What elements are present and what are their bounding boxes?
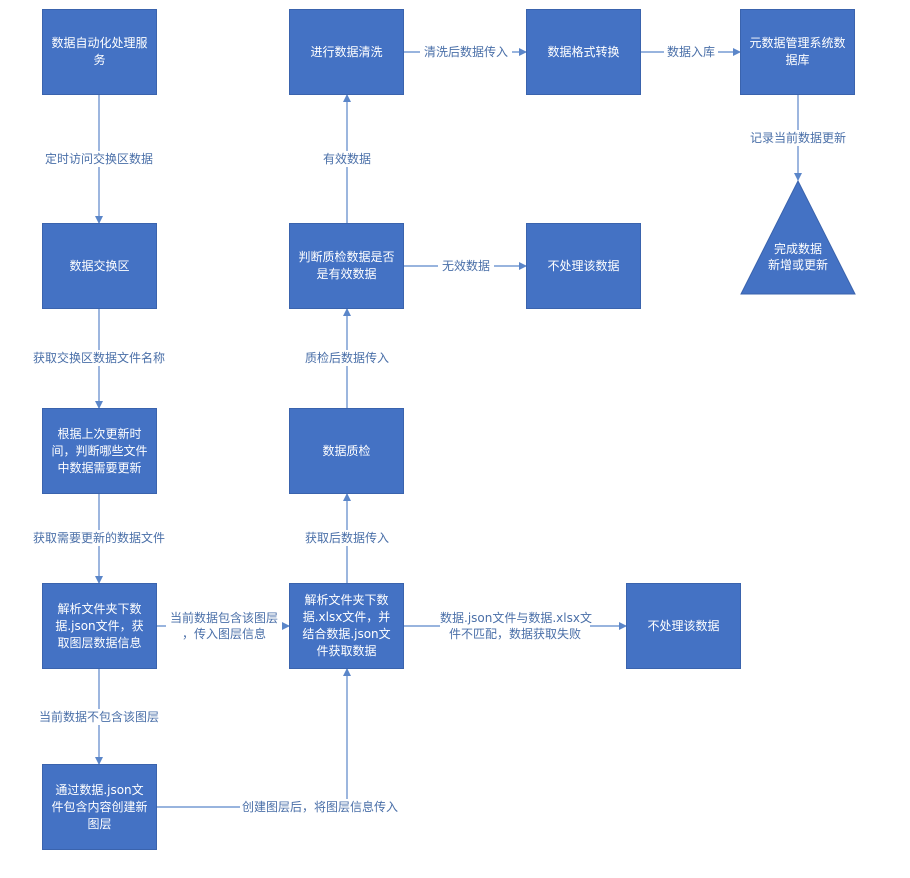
meta-db-text: 元数据管理系统数据库 xyxy=(749,36,846,67)
edge-create-to-parsexlsx xyxy=(157,668,351,808)
format-convert-text: 数据格式转换 xyxy=(547,44,620,59)
parse-xlsx-text: 解析文件夹下数据.xlsx文件，并结合数据.json文件获取数据 xyxy=(302,593,391,658)
label-not-contain-layer: 当前数据不包含该图层 xyxy=(34,709,164,725)
parse-xlsx-box: 解析文件夹下数据.xlsx文件，并结合数据.json文件获取数据 xyxy=(289,583,404,669)
label-mismatch-1: 数据.json文件与数据.xlsx文 xyxy=(440,610,592,626)
create-layer-box: 通过数据.json文件包含内容创建新图层 xyxy=(42,764,157,850)
complete-triangle xyxy=(740,179,856,295)
parse-json-box: 解析文件夹下数据.json文件，获取图层数据信息 xyxy=(42,583,157,669)
exchange-area-text: 数据交换区 xyxy=(69,258,130,273)
judge-update-box: 根据上次更新时间，判断哪些文件中数据需要更新 xyxy=(42,408,157,494)
judge-valid-text: 判断质检数据是否是有效数据 xyxy=(298,250,395,281)
quality-check-box: 数据质检 xyxy=(289,408,404,494)
label-contain-layer-1: 当前数据包含该图层 xyxy=(166,610,282,626)
meta-db-box: 元数据管理系统数据库 xyxy=(740,9,855,95)
create-layer-text: 通过数据.json文件包含内容创建新图层 xyxy=(51,782,148,831)
format-convert-box: 数据格式转换 xyxy=(526,9,641,95)
label-to-db: 数据入库 xyxy=(664,44,718,60)
exchange-area-box: 数据交换区 xyxy=(42,223,157,309)
label-after-create: 创建图层后，将图层信息传入 xyxy=(240,799,400,815)
judge-update-text: 根据上次更新时间，判断哪些文件中数据需要更新 xyxy=(51,426,148,475)
label-record-update: 记录当前数据更新 xyxy=(746,130,850,146)
no-process-text-1: 不处理该数据 xyxy=(547,258,620,273)
label-after-check: 质检后数据传入 xyxy=(300,350,394,366)
label-contain-layer-2: ，传入图层信息 xyxy=(166,626,282,642)
label-valid: 有效数据 xyxy=(318,151,376,167)
label-after-get: 获取后数据传入 xyxy=(300,530,394,546)
auto-service-box: 数据自动化处理服务 xyxy=(42,9,157,95)
quality-check-text: 数据质检 xyxy=(322,443,371,458)
no-process-box-2: 不处理该数据 xyxy=(626,583,741,669)
no-process-text-2: 不处理该数据 xyxy=(647,618,720,633)
label-get-filenames: 获取交换区数据文件名称 xyxy=(28,350,170,366)
data-clean-text: 进行数据清洗 xyxy=(310,44,383,59)
judge-valid-box: 判断质检数据是否是有效数据 xyxy=(289,223,404,309)
label-after-clean: 清洗后数据传入 xyxy=(420,44,512,60)
complete-text-line1: 完成数据 xyxy=(773,242,822,256)
no-process-box-1: 不处理该数据 xyxy=(526,223,641,309)
label-mismatch-2: 件不匹配，数据获取失败 xyxy=(440,626,590,642)
label-timed-access: 定时访问交换区数据 xyxy=(40,151,158,167)
complete-text-line2: 新增或更新 xyxy=(767,258,828,272)
auto-service-text: 数据自动化处理服务 xyxy=(51,36,148,67)
data-clean-box: 进行数据清洗 xyxy=(289,9,404,95)
label-invalid: 无效数据 xyxy=(438,258,494,274)
parse-json-text: 解析文件夹下数据.json文件，获取图层数据信息 xyxy=(55,601,144,650)
label-get-update-files: 获取需要更新的数据文件 xyxy=(28,530,170,546)
